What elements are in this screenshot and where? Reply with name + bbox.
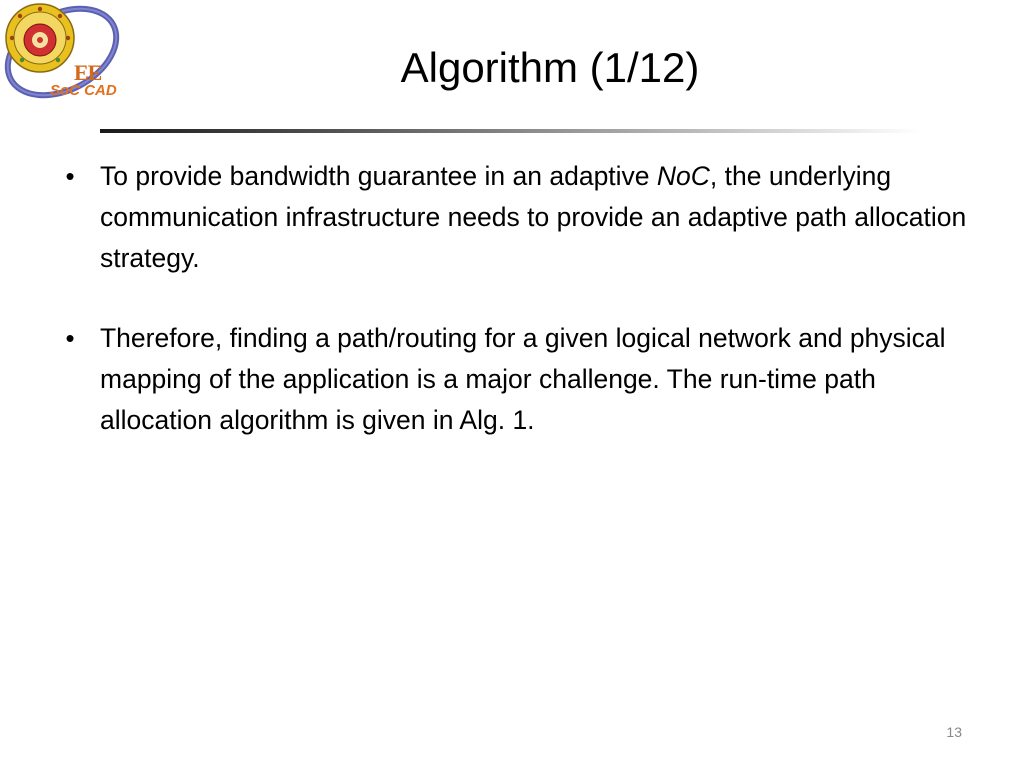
ee-soc-cad-logo: EE SoC CAD (0, 0, 128, 108)
title-underline (100, 129, 920, 133)
bullet-dot-icon: • (65, 323, 75, 353)
bullet-item: • To provide bandwidth guarantee in an ad… (60, 156, 980, 279)
slide-title: Algorithm (1/12) (400, 44, 700, 91)
bullet-dot-icon: • (65, 161, 75, 191)
bullet-text-before: To provide bandwidth guarantee in an ada… (100, 161, 657, 191)
bullet-list: • To provide bandwidth guarantee in an ad… (60, 156, 980, 480)
university-seal-icon (4, 3, 120, 99)
logo-ee-text: EE (74, 60, 102, 85)
bullet-text-before: Therefore, finding a path/routing for a … (100, 323, 946, 435)
logo-soc-cad-text: SoC CAD (50, 82, 117, 99)
bullet-text-emphasis: NoC (656, 161, 710, 191)
page-number: 13 (946, 724, 962, 740)
bullet-item: • Therefore, finding a path/routing for a… (60, 318, 980, 441)
bullet-text-after: , the underlying communication infrastru… (100, 161, 967, 273)
